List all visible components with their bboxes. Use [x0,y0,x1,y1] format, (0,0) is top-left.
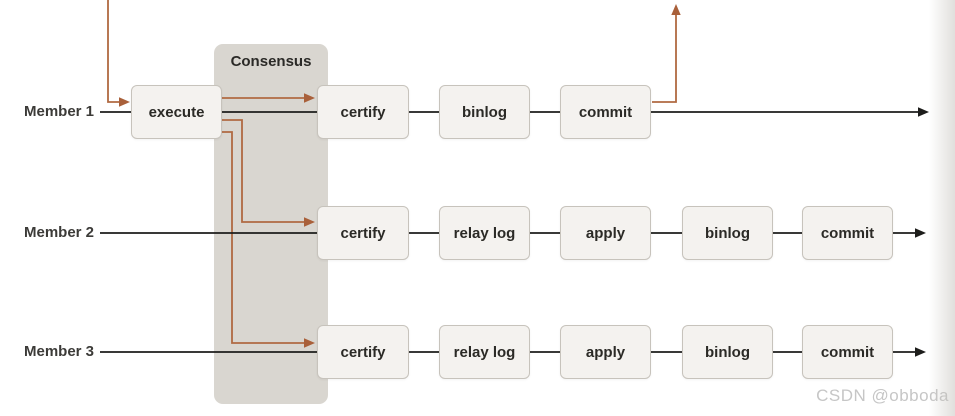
member-1-label: Member 1 [24,103,95,120]
stage-box-binlog-m1: binlog [439,85,530,139]
commit-response-arrow [652,14,677,103]
stage-box-commit-m2: commit [802,206,893,260]
execute-to-certify-m1-arrowhead [304,93,315,103]
member-3-flow-arrowhead [915,347,926,357]
stage-box-relaylog-m2: relay log [439,206,530,260]
watermark: CSDN @obboda [816,386,949,405]
stage-box-execute-m1: execute [131,85,222,139]
execute-to-certify-m2-arrow [222,119,305,223]
client-request-arrowhead [119,97,130,107]
stage-box-apply-m2: apply [560,206,651,260]
stage-box-commit-m1: commit [560,85,651,139]
member-1-flow-arrowhead [918,107,929,117]
member-3-label: Member 3 [24,343,95,360]
stage-box-certify-m3: certify [317,325,409,379]
commit-response-arrowhead [671,4,681,15]
stage-box-binlog-m3: binlog [682,325,773,379]
stage-box-certify-m1: certify [317,85,409,139]
stage-box-apply-m3: apply [560,325,651,379]
stage-box-certify-m2: certify [317,206,409,260]
execute-to-certify-m2-arrowhead [304,217,315,227]
stage-box-commit-m3: commit [802,325,893,379]
stage-box-binlog-m2: binlog [682,206,773,260]
stage-box-relaylog-m3: relay log [439,325,530,379]
execute-to-certify-m3-arrowhead [304,338,315,348]
member-2-flow-arrowhead [915,228,926,238]
client-request-arrow [107,0,120,103]
member-2-label: Member 2 [24,224,95,241]
execute-to-certify-m3-arrow [222,131,305,344]
consensus-label: Consensus [230,53,312,70]
